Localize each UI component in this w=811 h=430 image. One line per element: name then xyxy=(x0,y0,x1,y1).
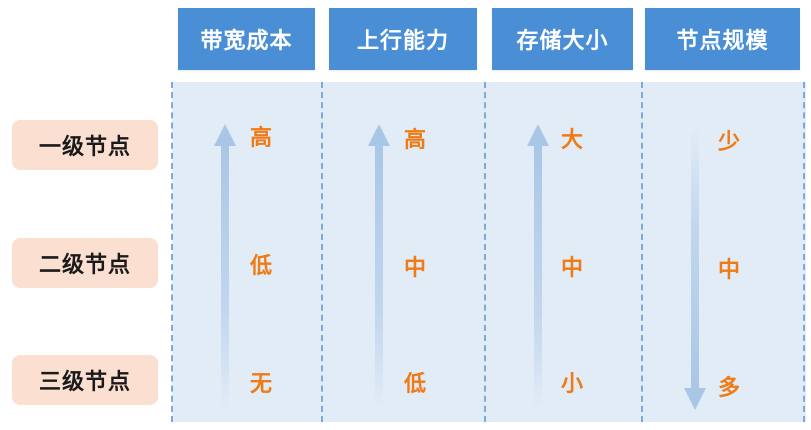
column-divider xyxy=(803,82,805,422)
column-header-node-scale: 节点规模 xyxy=(645,8,800,70)
arrow-up-icon xyxy=(527,124,549,410)
cell-uplink-capacity-level-3: 低 xyxy=(403,372,426,397)
column-divider xyxy=(171,82,173,422)
cell-node-scale-level-2: 中 xyxy=(717,258,740,283)
cell-bandwidth-cost-level-3: 无 xyxy=(249,372,272,397)
column-header-uplink-capacity: 上行能力 xyxy=(329,8,477,70)
column-header-bandwidth-cost: 带宽成本 xyxy=(178,8,315,70)
column-divider xyxy=(321,82,323,422)
column-header-storage-size: 存储大小 xyxy=(492,8,633,70)
cell-uplink-capacity-level-2: 中 xyxy=(403,256,426,281)
cell-storage-size-level-3: 小 xyxy=(560,372,583,397)
cell-bandwidth-cost-level-2: 低 xyxy=(249,254,272,279)
cell-storage-size-level-2: 中 xyxy=(560,256,583,281)
arrow-up-icon xyxy=(368,124,390,410)
column-divider xyxy=(641,82,643,422)
cell-bandwidth-cost-level-1: 高 xyxy=(249,126,272,151)
row-label-level-3: 三级节点 xyxy=(12,355,158,405)
table-body xyxy=(172,82,806,422)
cell-node-scale-level-1: 少 xyxy=(717,130,740,155)
cell-node-scale-level-3: 多 xyxy=(717,376,740,401)
cell-uplink-capacity-level-1: 高 xyxy=(403,128,426,153)
cell-storage-size-level-1: 大 xyxy=(560,128,583,153)
column-divider xyxy=(484,82,486,422)
arrow-up-icon xyxy=(214,124,236,410)
arrow-down-icon xyxy=(684,128,706,410)
row-label-level-2: 二级节点 xyxy=(12,238,158,288)
row-label-level-1: 一级节点 xyxy=(12,120,158,170)
